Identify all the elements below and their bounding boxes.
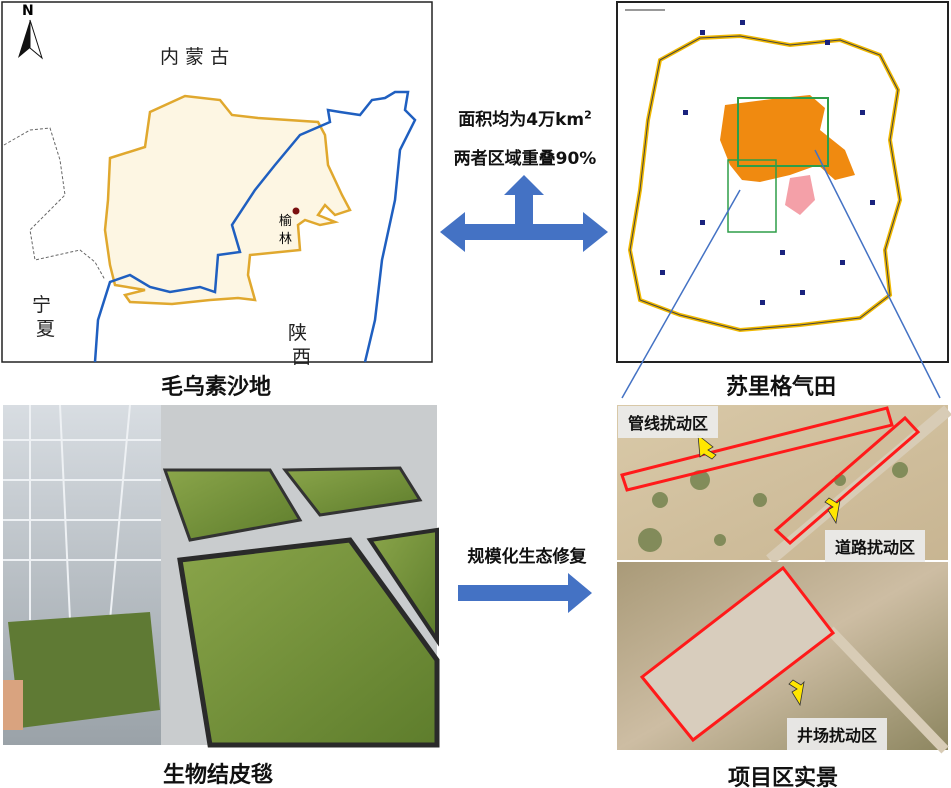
pointer-arrows	[697, 434, 841, 707]
mu-us-map	[1, 1, 433, 363]
river	[93, 90, 417, 363]
biocrust-caption: 生物结皮毯	[162, 763, 274, 788]
area-unit-exponent: 2	[584, 108, 592, 122]
study-area-box-secondary	[727, 159, 777, 233]
pipeline-tag: 管线扰动区	[618, 406, 719, 438]
connector-line-right	[814, 149, 941, 399]
shaanxi-label-2: 西	[292, 346, 312, 368]
study-area-box	[737, 97, 829, 167]
settlement-markers	[660, 20, 875, 305]
north-arrow-icon	[18, 19, 43, 60]
province-border	[3, 127, 106, 281]
mu-us-caption: 毛乌素沙地	[160, 375, 272, 400]
yulin-label-1: 榆	[279, 214, 293, 229]
wellsite-tag: 井场扰动区	[787, 718, 888, 750]
yulin-label-2: 林	[279, 232, 293, 247]
area-text: 面积均为4万km2	[458, 105, 592, 130]
inner-mongolia-label: 内 蒙 古	[160, 46, 230, 68]
connector-line-left	[621, 189, 741, 399]
road-tag: 道路扰动区	[825, 530, 926, 562]
sulige-map	[616, 1, 949, 363]
overlap-arrow	[440, 175, 608, 252]
pipeline-pointer-icon	[697, 434, 717, 460]
project-caption: 项目区实景	[727, 766, 839, 788]
pipeline-highlight	[620, 406, 894, 492]
ningxia-label-2: 夏	[36, 318, 56, 340]
pink-zone	[785, 175, 815, 215]
wellsite-highlight	[639, 565, 836, 743]
restore-arrow	[458, 573, 592, 613]
yulin-city-dot	[292, 207, 300, 215]
project-photos	[617, 405, 951, 754]
overlap-text: 两者区域重叠90%	[453, 149, 597, 169]
north-label: N	[22, 3, 34, 19]
shaanxi-label-1: 陕	[288, 322, 308, 344]
road-highlight	[773, 415, 921, 546]
sulige-caption: 苏里格气田	[725, 375, 837, 400]
road-pointer-icon	[824, 497, 841, 525]
restore-text: 规模化生态修复	[467, 547, 587, 567]
wellsite-pointer-icon	[788, 679, 805, 707]
yellow-river-outline	[629, 35, 901, 331]
biocrust-photo	[3, 404, 440, 748]
area-value: 面积均为4万km	[458, 110, 585, 130]
ningxia-label-1: 宁	[32, 294, 52, 316]
